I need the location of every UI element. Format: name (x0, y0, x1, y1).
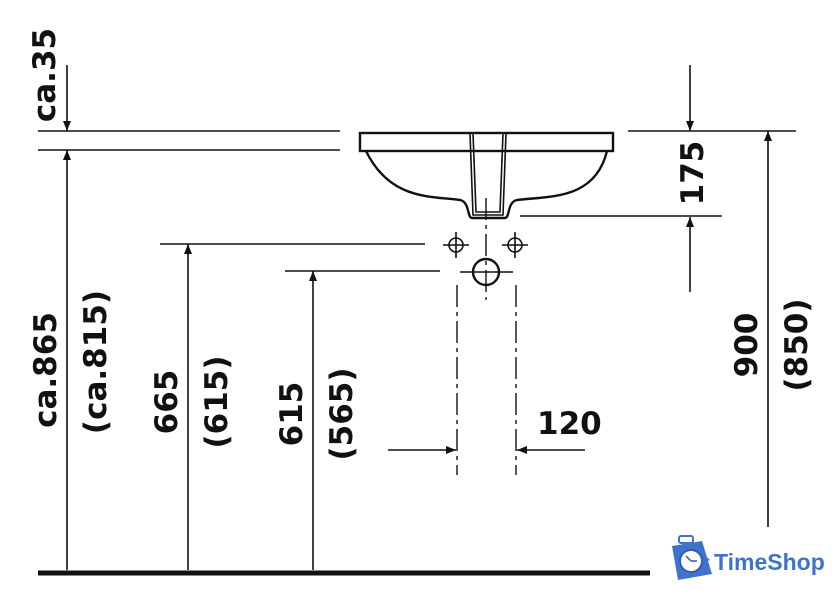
label-overall-height: ca.865 (28, 312, 64, 428)
label-counter-height: 900 (729, 313, 765, 378)
label-counter-height-alt: (850) (779, 298, 815, 391)
timeshop-logo: TimeShop (672, 535, 825, 580)
label-drain-height-alt: (565) (324, 367, 360, 460)
label-overflow-height: ca.35 (27, 28, 63, 122)
label-supply-height: 665 (149, 370, 185, 435)
label-basin-depth: 175 (675, 141, 711, 206)
logo-text: TimeShop (714, 549, 825, 575)
label-overall-height-alt: (ca.815) (78, 290, 114, 434)
clock-bag-icon (672, 535, 712, 580)
label-supply-height-alt: (615) (199, 355, 235, 448)
label-drain-height: 615 (274, 382, 310, 447)
fittings (443, 198, 528, 475)
dimension-arrows (63, 65, 772, 570)
basin (358, 131, 615, 220)
label-pipe-spacing: 120 (537, 406, 602, 442)
